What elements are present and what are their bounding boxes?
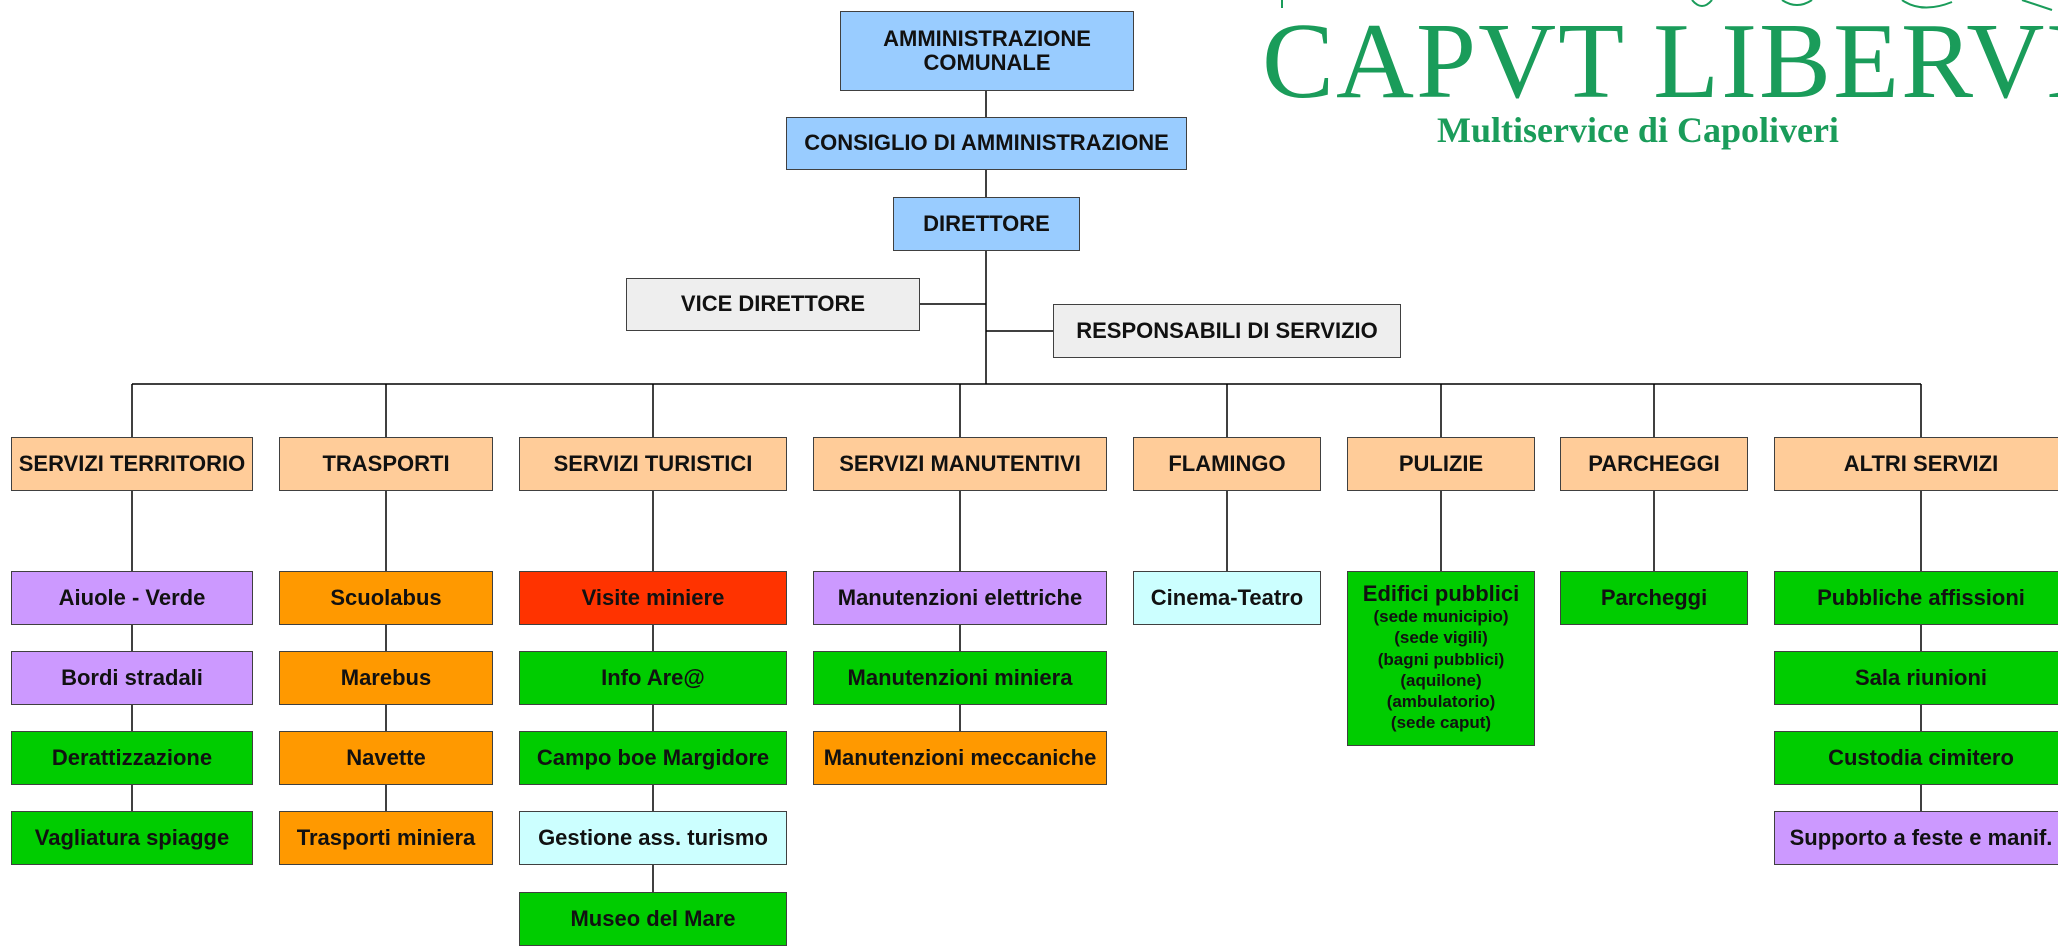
item-info-area: Info Are@ (519, 651, 787, 705)
dept-flamingo: FLAMINGO (1133, 437, 1321, 491)
item-cinema-teatro: Cinema-Teatro (1133, 571, 1321, 625)
edifici-subitem: (ambulatorio) (1386, 692, 1496, 712)
item-scuolabus: Scuolabus (279, 571, 493, 625)
logo-subtitle: Multiservice di Capoliveri (1437, 110, 1839, 150)
dept-servizi-manutentivi: SERVIZI MANUTENTIVI (813, 437, 1107, 491)
edifici-pubblici-title: Edifici pubblici (1362, 581, 1520, 606)
item-marebus: Marebus (279, 651, 493, 705)
item-derattizzazione: Derattizzazione (11, 731, 253, 785)
item-visite-miniere: Visite miniere (519, 571, 787, 625)
item-edifici-pubblici: Edifici pubblici (sede municipio) (sede … (1347, 571, 1535, 746)
item-manutenzioni-elettriche: Manutenzioni elettriche (813, 571, 1107, 625)
dept-servizi-territorio: SERVIZI TERRITORIO (11, 437, 253, 491)
item-aiuole-verde: Aiuole - Verde (11, 571, 253, 625)
item-gestione-ass-turismo: Gestione ass. turismo (519, 811, 787, 865)
edifici-subitem: (sede vigili) (1394, 628, 1488, 648)
logo-title: CAPVT LIBERVM (1262, 2, 2058, 121)
logo-ornament (1281, 0, 2053, 11)
dept-servizi-turistici: SERVIZI TURISTICI (519, 437, 787, 491)
node-amministrazione-comunale: AMMINISTRAZIONE COMUNALE (840, 11, 1134, 91)
node-vice-direttore: VICE DIRETTORE (626, 278, 920, 331)
node-responsabili-servizio: RESPONSABILI DI SERVIZIO (1053, 304, 1401, 358)
dept-trasporti: TRASPORTI (279, 437, 493, 491)
dept-parcheggi: PARCHEGGI (1560, 437, 1748, 491)
item-manutenzioni-meccaniche: Manutenzioni meccaniche (813, 731, 1107, 785)
item-custodia-cimitero: Custodia cimitero (1774, 731, 2058, 785)
item-supporto-feste: Supporto a feste e manif. (1774, 811, 2058, 865)
node-direttore: DIRETTORE (893, 197, 1080, 251)
item-parcheggi: Parcheggi (1560, 571, 1748, 625)
item-museo-del-mare: Museo del Mare (519, 892, 787, 946)
item-bordi-stradali: Bordi stradali (11, 651, 253, 705)
item-vagliatura-spiagge: Vagliatura spiagge (11, 811, 253, 865)
dept-pulizie: PULIZIE (1347, 437, 1535, 491)
node-consiglio: CONSIGLIO DI AMMINISTRAZIONE (786, 117, 1187, 170)
item-manutenzioni-miniera: Manutenzioni miniera (813, 651, 1107, 705)
item-campo-boe-margidore: Campo boe Margidore (519, 731, 787, 785)
item-trasporti-miniera: Trasporti miniera (279, 811, 493, 865)
edifici-subitem: (bagni pubblici) (1377, 649, 1505, 669)
edifici-subitem: (aquilone) (1400, 670, 1482, 690)
item-navette: Navette (279, 731, 493, 785)
edifici-subitem: (sede caput) (1390, 713, 1492, 733)
dept-altri-servizi: ALTRI SERVIZI (1774, 437, 2058, 491)
edifici-subitem: (sede municipio) (1373, 607, 1509, 627)
item-pubbliche-affissioni: Pubbliche affissioni (1774, 571, 2058, 625)
item-sala-riunioni: Sala riunioni (1774, 651, 2058, 705)
